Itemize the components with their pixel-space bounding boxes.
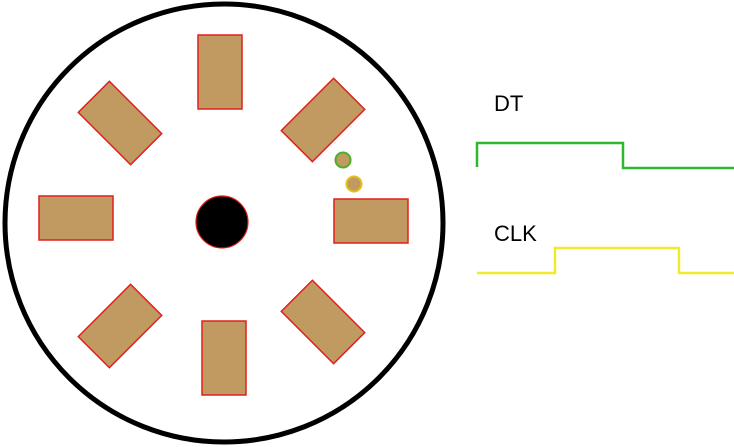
encoder-pad-top: [197, 34, 243, 110]
encoder-wheel: [2, 1, 446, 445]
encoder-pad-right: [333, 198, 409, 244]
encoder-pads: [38, 34, 409, 396]
dt-contact-dot: [334, 151, 352, 169]
encoder-pad-bottom: [201, 320, 247, 396]
clk-label: CLK: [494, 221, 537, 246]
encoder-pad-bottom-right: [280, 279, 366, 365]
encoder-pad-top-right: [280, 77, 366, 163]
encoder-pad-bottom-left: [77, 283, 163, 369]
clk-contact-dot: [345, 175, 363, 193]
encoder-pad-top-left: [77, 80, 163, 166]
dt-label: DT: [494, 91, 523, 116]
encoder-pad-left: [38, 195, 114, 241]
dt-waveform: [475, 141, 734, 170]
encoder-shaft: [195, 195, 249, 249]
dt-signal: DT: [475, 91, 734, 170]
clk-signal: CLK: [477, 221, 734, 275]
clk-waveform: [477, 246, 734, 275]
